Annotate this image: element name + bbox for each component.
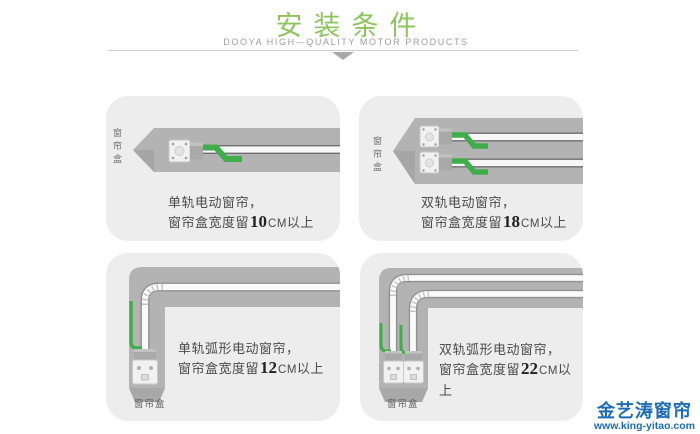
watermark-url: www.king-yitao.com xyxy=(593,420,695,432)
min-width-value: 12 xyxy=(260,358,278,377)
power-cord-icon xyxy=(452,132,488,149)
curved-rail xyxy=(390,275,583,351)
single-straight-track-diagram xyxy=(133,128,340,172)
min-width-value: 22 xyxy=(521,359,539,378)
curtain-box-band xyxy=(129,267,340,402)
unit-label: CM xyxy=(521,218,540,230)
motor-coupler xyxy=(134,349,156,360)
panel-caption: 双轨电动窗帘， 窗帘盒宽度留18CM以上 xyxy=(421,193,567,234)
power-cord-icon xyxy=(129,301,142,350)
motor-icon xyxy=(132,359,158,385)
motor-coupler xyxy=(385,351,402,361)
track-rails xyxy=(452,132,583,142)
panel-single-curved-track: 窗帘盒 单轨弧形电动窗帘， 窗帘盒宽度留12CM以上 xyxy=(106,253,340,421)
caption-line1: 双轨弧形电动窗帘， xyxy=(439,342,561,357)
panel-single-straight-track: 窗帘盒 单轨电动窗帘， 窗帘盒宽度留10CM以上 xyxy=(106,96,340,241)
motor-coupler xyxy=(439,154,452,171)
motor-coupler xyxy=(439,128,452,145)
curtain-box-label: 窗帘盒 xyxy=(372,136,382,172)
min-width-value: 18 xyxy=(503,212,521,231)
motor-coupler xyxy=(405,351,422,361)
bend-segment-ticks xyxy=(390,275,412,297)
page-subtitle: DOOYA HIGH—QUALITY MOTOR PRODUCTS xyxy=(223,37,469,47)
panel-double-curved-track: 窗帘盒 双轨弧形电动窗帘， 窗帘盒宽度留22CM以上 xyxy=(360,253,583,421)
caption-line2: 窗帘盒宽度留18CM以上 xyxy=(421,212,567,231)
bend-segment-ticks xyxy=(410,291,432,313)
watermark-brand: 金艺涛窗帘 xyxy=(596,401,692,421)
caption-line1: 单轨弧形电动窗帘， xyxy=(178,341,300,356)
caption-line1: 双轨电动窗帘， xyxy=(421,195,516,210)
curtain-box-label: 窗帘盒 xyxy=(134,399,166,410)
power-cord-icon xyxy=(202,144,242,162)
double-curved-track-diagram xyxy=(379,268,583,402)
divider-arrow-down-icon xyxy=(332,52,354,60)
panel-double-straight-track: 窗帘盒 双轨电动窗帘， 窗帘盒宽度留18CM以上 xyxy=(359,96,583,241)
unit-label: CM xyxy=(268,218,287,230)
unit-label: CM xyxy=(539,365,558,377)
bend-segment-ticks xyxy=(142,284,164,306)
caption-line1: 单轨电动窗帘， xyxy=(168,195,263,210)
curtain-box-band xyxy=(379,268,583,402)
motor-coupler xyxy=(190,142,203,160)
track-rail-strip xyxy=(202,145,340,154)
power-cord-icon xyxy=(452,158,488,175)
caption-line2: 窗帘盒宽度留12CM以上 xyxy=(178,358,324,377)
panel-caption: 单轨电动窗帘， 窗帘盒宽度留10CM以上 xyxy=(168,193,314,234)
curtain-box-label: 窗帘盒 xyxy=(112,128,122,164)
curtain-box-label: 窗帘盒 xyxy=(387,399,419,410)
band-taper-shade xyxy=(129,388,165,402)
power-cord-icon xyxy=(379,323,391,353)
watermark: 金艺涛窗帘 www.king-yitao.com xyxy=(594,401,695,432)
band-taper-shade xyxy=(133,150,154,172)
motor-hub xyxy=(174,146,185,156)
divider-line xyxy=(108,50,578,51)
unit-label: CM xyxy=(278,364,297,376)
caption-line2: 窗帘盒宽度留22CM以上 xyxy=(439,359,572,398)
double-straight-track-diagram xyxy=(393,118,583,184)
motor-icon xyxy=(403,360,424,384)
page-title: 安装条件 xyxy=(275,11,428,41)
band-taper-shade xyxy=(393,151,415,184)
single-curved-track-diagram xyxy=(129,267,340,402)
caption-line2: 窗帘盒宽度留10CM以上 xyxy=(168,212,314,231)
band-taper-shade xyxy=(379,388,428,402)
panel-caption: 双轨弧形电动窗帘， 窗帘盒宽度留22CM以上 xyxy=(439,340,583,400)
track-rails xyxy=(452,158,583,168)
min-width-value: 10 xyxy=(250,212,268,231)
panel-caption: 单轨弧形电动窗帘， 窗帘盒宽度留12CM以上 xyxy=(178,339,324,380)
